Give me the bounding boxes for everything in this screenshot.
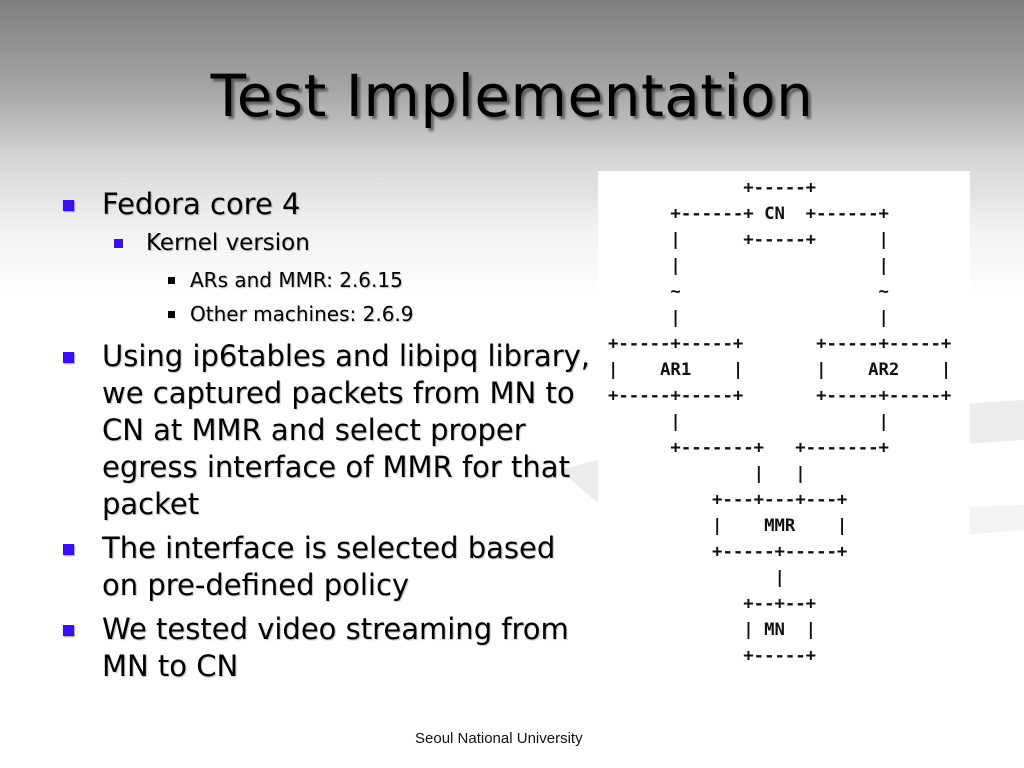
network-topology-diagram: +-----+ +------+ CN +------+ | +-----+ |… bbox=[598, 171, 970, 666]
topology-ascii-art: +-----+ +------+ CN +------+ | +-----+ |… bbox=[608, 178, 952, 666]
footer-text: Seoul National University bbox=[415, 730, 583, 747]
slide-content: Fedora core 4 Kernel version ARs and MMR… bbox=[60, 186, 600, 692]
bullet-item: The interface is selected based on pre-d… bbox=[60, 530, 600, 604]
bullet-item: Using ip6tables and libipq library, we c… bbox=[60, 338, 600, 523]
sub-bullet-text: Kernel version bbox=[146, 230, 310, 256]
square-bullet-icon bbox=[63, 625, 74, 636]
square-bullet-icon bbox=[63, 352, 74, 363]
square-bullet-icon bbox=[168, 311, 175, 318]
sub-sub-bullet-item: ARs and MMR: 2.6.15 bbox=[146, 263, 600, 297]
sub-bullet-item: Kernel version ARs and MMR: 2.6.15 Other… bbox=[102, 225, 600, 331]
sub-bullet-list: Kernel version ARs and MMR: 2.6.15 Other… bbox=[102, 225, 600, 331]
sub-sub-bullet-text: ARs and MMR: 2.6.15 bbox=[190, 268, 403, 292]
bullet-text: Using ip6tables and libipq library, we c… bbox=[102, 339, 591, 521]
bullet-text: Fedora core 4 bbox=[102, 187, 301, 221]
sub-sub-bullet-text: Other machines: 2.6.9 bbox=[190, 302, 414, 326]
bullet-item: We tested video streaming from MN to CN bbox=[60, 611, 600, 685]
square-bullet-icon bbox=[114, 239, 123, 248]
bullet-text: The interface is selected based on pre-d… bbox=[102, 531, 556, 602]
bullet-item: Fedora core 4 Kernel version ARs and MMR… bbox=[60, 186, 600, 331]
slide-title: Test Implementation bbox=[210, 62, 814, 130]
sub-sub-bullet-item: Other machines: 2.6.9 bbox=[146, 297, 600, 331]
square-bullet-icon bbox=[63, 200, 74, 211]
square-bullet-icon bbox=[168, 277, 175, 284]
square-bullet-icon bbox=[63, 544, 74, 555]
bullet-list: Fedora core 4 Kernel version ARs and MMR… bbox=[60, 186, 600, 685]
bullet-text: We tested video streaming from MN to CN bbox=[102, 612, 569, 683]
sub-sub-bullet-list: ARs and MMR: 2.6.15 Other machines: 2.6.… bbox=[102, 263, 600, 331]
